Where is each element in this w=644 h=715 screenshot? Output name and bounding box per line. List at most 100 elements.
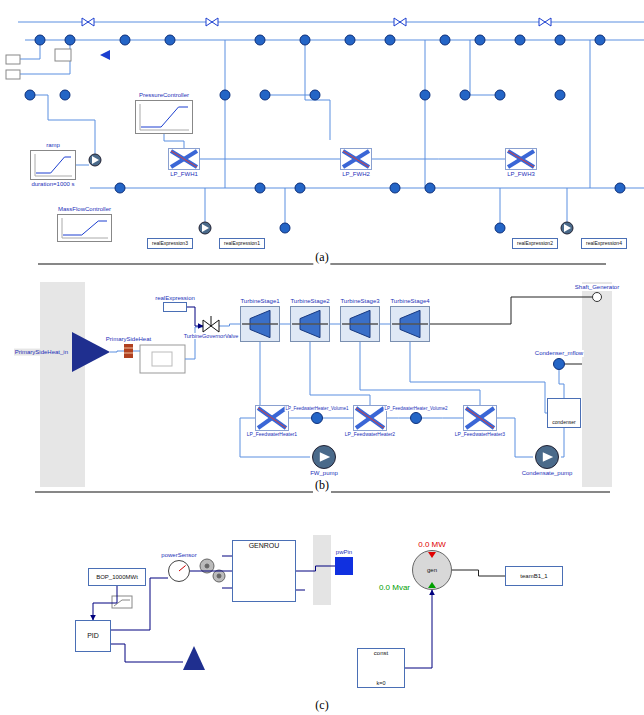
node-label: Shaft_Generator: [574, 284, 620, 291]
volume-symbol: [460, 90, 470, 100]
valve-symbol: [539, 18, 551, 26]
node-shape: [36, 157, 71, 173]
valve-symbol: TurbineGovernorValve: [203, 320, 219, 332]
volume-symbol: [65, 35, 75, 45]
volume-symbol: [280, 223, 290, 233]
connector: [330, 324, 340, 325]
volume-symbol: [300, 35, 310, 45]
node-shape: [310, 445, 338, 469]
signal-line: [222, 588, 232, 589]
node-body: PID: [76, 621, 110, 651]
node-label: LP_FeedwaterHeater_Volume1: [285, 406, 350, 411]
pipe-line: [90, 188, 644, 189]
gear-symbol: [217, 574, 221, 578]
pipe-line: [76, 165, 89, 166]
node-shape: [341, 149, 372, 170]
input-triangle: [183, 646, 205, 670]
node-shape: [124, 348, 133, 353]
condenser-block: condenser: [547, 398, 581, 428]
node-label: PID: [86, 632, 100, 640]
pump-symbol: [89, 154, 573, 234]
node-shape: [553, 358, 565, 370]
node-shape: [168, 560, 190, 582]
sensor-block: [140, 345, 185, 373]
limiter-block: [112, 596, 132, 608]
gear-symbol: [205, 564, 209, 568]
boundary-block: [6, 49, 110, 79]
node-shape: [312, 413, 323, 424]
node-shape: [258, 408, 286, 428]
volume-symbol: [425, 183, 435, 193]
node-shape: [343, 151, 369, 167]
connector: [387, 418, 410, 419]
pump-symbol: FW_pump: [310, 445, 338, 469]
pipe-line: [225, 40, 226, 188]
connector: [280, 324, 290, 325]
node-shape: [57, 214, 112, 242]
node-shape: [203, 320, 219, 332]
node-label: realExpression4: [585, 241, 623, 247]
volume-symbol: [220, 90, 230, 100]
pipe-line: [133, 327, 564, 457]
node-label: realExpression2: [516, 241, 554, 247]
boundary-block: [55, 49, 71, 61]
volume-symbol: [595, 35, 605, 45]
volume-symbol: [515, 35, 525, 45]
volume-symbol: LP_FeedwaterHeater_Volume2: [410, 412, 422, 424]
connector: [430, 297, 592, 324]
node-label: FW_pump: [309, 470, 339, 477]
panel-caption: (a): [313, 250, 330, 265]
expression-block: realExpression3: [147, 238, 193, 249]
node-body: realExpression2: [513, 239, 557, 248]
heat-exchanger: LP_FeedwaterHeater3: [463, 405, 497, 431]
node-shape: [30, 150, 76, 180]
volume-symbol: [35, 35, 45, 45]
pipe-line: [500, 188, 501, 223]
node-label: k=0: [375, 680, 386, 686]
node-shape: [428, 582, 436, 588]
pipe-line: [185, 327, 203, 359]
node-shape: [256, 406, 289, 431]
pipe-line: [260, 342, 261, 405]
panel-caption: (c): [313, 698, 330, 713]
node-label: pwPin: [335, 549, 353, 556]
pipe-line: [265, 95, 315, 96]
shaft-port: Shaft_Generator: [592, 292, 602, 302]
node-shape: [141, 107, 188, 127]
node-shape: [592, 292, 602, 302]
turbine-stage: TurbineStage4: [390, 306, 430, 342]
pipe-line: [30, 95, 95, 154]
connector: [200, 159, 340, 160]
node-shape: [356, 408, 384, 428]
node-shape: [390, 306, 430, 342]
node-label: ramp: [45, 142, 61, 149]
pump-symbol: Condensate_pump: [533, 445, 561, 469]
node-shape: [410, 412, 422, 424]
heat-exchanger: LP_FeedwaterHeater2: [353, 405, 387, 431]
node-label: TurbineStage3: [339, 298, 380, 305]
node-shape: [171, 151, 197, 167]
volume-symbol: [420, 90, 430, 100]
pipe-line: [310, 342, 370, 405]
node-shape: [411, 413, 422, 424]
generator-symbol: 0.0 MW0.0 Mvargen: [412, 550, 452, 590]
node-shape: [140, 104, 189, 130]
node-shape: [292, 323, 328, 325]
boundary-block: [6, 70, 20, 79]
connector-band: [582, 282, 612, 487]
controller-block: MassFlowController: [57, 214, 112, 242]
node-shape: [35, 154, 72, 176]
volume-symbol: [25, 35, 625, 233]
node-shape: [124, 344, 133, 358]
pipe-line: [410, 342, 549, 413]
volume-symbol: [345, 35, 355, 45]
node-shape: [354, 406, 387, 431]
node-shape: [463, 405, 497, 431]
volume-symbol: [615, 183, 625, 193]
node-shape: [464, 406, 497, 431]
pipe-line: [561, 428, 564, 457]
heat-port: PrimarySideHeat: [124, 344, 133, 358]
node-shape: [169, 149, 200, 170]
pid-block: PID: [75, 620, 111, 652]
